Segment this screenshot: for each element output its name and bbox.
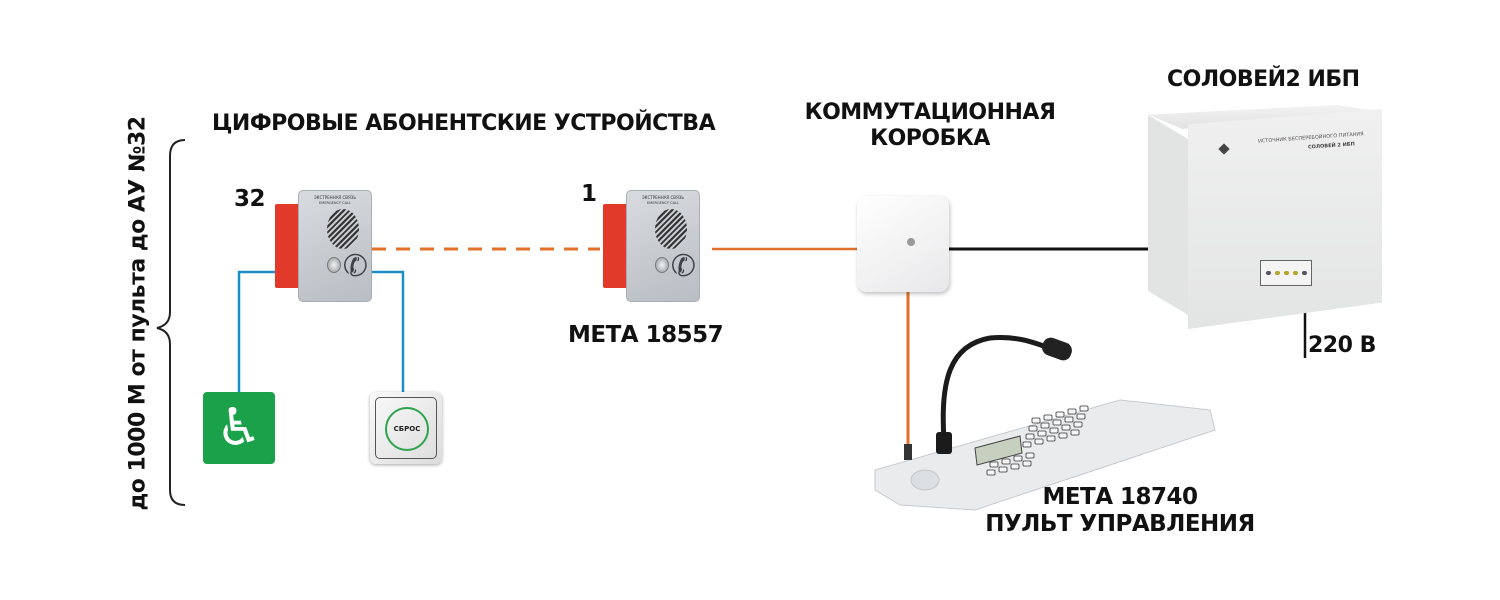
accessible-call-button[interactable]: ♿ xyxy=(203,392,275,464)
accessible-button-wire xyxy=(237,270,290,392)
junction-box-title-line2: КОРОБКА xyxy=(870,126,990,151)
device-header-sub: EMERGENCY CALL xyxy=(319,201,351,205)
speaker-grille-icon xyxy=(655,209,687,249)
device-32-number: 32 xyxy=(234,186,266,212)
console-key[interactable] xyxy=(1046,435,1056,442)
indicator-led xyxy=(1301,271,1307,275)
junction-box-title: КОММУТАЦИОННАЯ КОРОБКА xyxy=(800,100,1060,152)
device-plate: ЭКСТРЕННАЯ СВЯЗЬ EMERGENCY CALL ✆ xyxy=(298,190,372,302)
device-model-label: МЕТА 18557 xyxy=(568,322,724,348)
console-key[interactable] xyxy=(1028,425,1038,432)
console-key[interactable] xyxy=(1037,430,1047,437)
console-name: ПУЛЬТ УПРАВЛЕНИЯ xyxy=(985,511,1255,537)
power-label: 220 В xyxy=(1308,333,1376,358)
mic-head xyxy=(1042,337,1072,361)
speaker-grille-icon xyxy=(327,209,359,249)
wheelchair-icon: ♿ xyxy=(215,398,263,458)
console-key[interactable] xyxy=(1061,424,1071,431)
console-model: МЕТА 18740 xyxy=(1042,484,1198,510)
indicator-led xyxy=(1265,271,1271,275)
gooseneck-mic-icon xyxy=(940,334,1063,443)
console-key[interactable] xyxy=(1001,458,1011,465)
console-key[interactable] xyxy=(1010,463,1020,470)
console-key[interactable] xyxy=(1064,416,1074,423)
console-display xyxy=(974,435,1023,466)
key-switch-icon xyxy=(904,444,912,460)
console-key[interactable] xyxy=(1013,455,1023,462)
console-key[interactable] xyxy=(1070,429,1080,436)
console-key[interactable] xyxy=(1052,419,1062,426)
device-plate: ЭКСТРЕННАЯ СВЯЗЬ EMERGENCY CALL ✆ xyxy=(626,190,700,302)
console-key[interactable] xyxy=(1079,405,1089,412)
device-header-text: ЭКСТРЕННАЯ СВЯЗЬ xyxy=(641,195,685,200)
console-label: МЕТА 18740 ПУЛЬТ УПРАВЛЕНИЯ xyxy=(970,484,1270,538)
console-key[interactable] xyxy=(1058,432,1068,439)
reset-button-ring: СБРОС xyxy=(385,407,429,451)
console-key[interactable] xyxy=(1025,433,1035,440)
console-key[interactable] xyxy=(1022,460,1032,467)
console-key[interactable] xyxy=(1049,427,1059,434)
ups-side xyxy=(1148,115,1188,315)
mic-base xyxy=(936,432,952,454)
ups-cabinet[interactable]: ИСТОЧНИК БЕСПЕРЕБОЙНОГО ПИТАНИЯ СОЛОВЕЙ … xyxy=(1148,105,1382,330)
indicator-led xyxy=(1283,271,1289,275)
indicator-led xyxy=(1274,271,1280,275)
ups-indicator-panel xyxy=(1260,260,1312,286)
console-key[interactable] xyxy=(1055,411,1065,418)
junction-box[interactable] xyxy=(857,196,949,292)
console-speaker-icon xyxy=(910,469,940,491)
device-header-text: ЭКСТРЕННАЯ СВЯЗЬ xyxy=(313,195,357,200)
device-32[interactable]: ЭКСТРЕННАЯ СВЯЗЬ EMERGENCY CALL ✆ xyxy=(275,190,375,305)
console-key[interactable] xyxy=(1076,413,1086,420)
call-button-icon[interactable] xyxy=(327,257,341,273)
reset-button-wire xyxy=(368,270,405,392)
console-body xyxy=(874,399,1216,511)
console-key[interactable] xyxy=(1073,421,1083,428)
device-1-number: 1 xyxy=(581,181,597,207)
device-header-sub: EMERGENCY CALL xyxy=(647,201,679,205)
console-key[interactable] xyxy=(1022,441,1032,448)
call-button-icon[interactable] xyxy=(655,257,669,273)
console-key[interactable] xyxy=(986,469,996,476)
device-1[interactable]: ЭКСТРЕННАЯ СВЯЗЬ EMERGENCY CALL ✆ xyxy=(603,190,703,305)
ups-title: СОЛОВЕЙ2 ИБП xyxy=(1167,67,1360,92)
console-key[interactable] xyxy=(1040,422,1050,429)
devices-group-title: ЦИФРОВЫЕ АБОНЕНТСКИЕ УСТРОЙСТВА xyxy=(212,111,716,136)
console-key[interactable] xyxy=(1034,438,1044,445)
junction-box-title-line1: КОММУТАЦИОННАЯ xyxy=(804,100,1056,125)
console-key[interactable] xyxy=(1043,414,1053,421)
console-key[interactable] xyxy=(1031,417,1041,424)
junction-box-screw-icon xyxy=(907,238,915,246)
reset-button-label: СБРОС xyxy=(393,425,421,433)
console-key[interactable] xyxy=(1067,408,1077,415)
console-key[interactable] xyxy=(1025,452,1035,459)
reset-button[interactable]: СБРОС xyxy=(370,392,442,464)
console-key[interactable] xyxy=(998,466,1008,473)
console-keypad xyxy=(986,405,1089,476)
console-key[interactable] xyxy=(989,461,999,468)
distance-brace xyxy=(156,139,186,506)
reset-button-frame xyxy=(375,397,437,459)
indicator-led xyxy=(1292,271,1298,275)
